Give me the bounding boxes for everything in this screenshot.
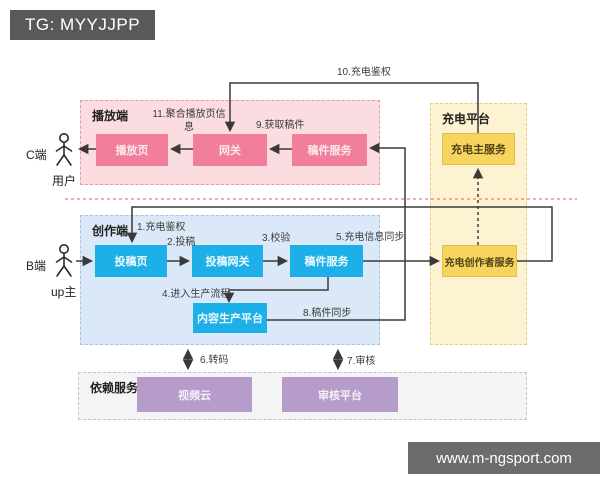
c-end-label: C端 [26, 148, 47, 162]
step-5-label: 5.充电信息同步 [336, 232, 405, 243]
node-content-production-platform: 内容生产平台 [193, 303, 267, 333]
group-creation-label: 创作端 [92, 224, 129, 238]
user-stick-figure-icon [55, 133, 73, 166]
step-2-label: 2.投稿 [167, 237, 196, 248]
step-4-label: 4.进入生产流程 [162, 289, 231, 300]
node-submit-gateway: 投稿网关 [192, 245, 263, 277]
upmaster-stick-figure-icon [55, 244, 73, 277]
b-end-label: B端 [26, 259, 47, 273]
step-9-label: 9.获取稿件 [256, 120, 305, 131]
group-playback-label: 播放端 [92, 109, 129, 123]
step-7-label: 7.审核 [347, 356, 376, 367]
step-8-label: 8.稿件同步 [303, 308, 352, 319]
c-end-user-label: 用户 [52, 174, 77, 188]
node-archive-service-playback: 稿件服务 [292, 134, 367, 166]
node-video-cloud: 视频云 [137, 377, 252, 412]
node-gateway: 网关 [193, 134, 267, 166]
b-end-upmaster-label: up主 [51, 285, 77, 299]
step-3-label: 3.校验 [262, 233, 291, 244]
tg-badge: TG: MYYJJPP [10, 10, 156, 40]
node-charging-main-service: 充电主服务 [442, 133, 515, 165]
step-11-label: 11.聚合播放页信息 [152, 109, 226, 133]
step-6-label: 6.转码 [200, 355, 229, 366]
node-review-platform: 审核平台 [282, 377, 398, 412]
group-charging-label: 充电平台 [442, 112, 491, 126]
step-1-label: 1.充电鉴权 [137, 222, 186, 233]
watermark: www.m-ngsport.com [408, 442, 600, 474]
node-playback-page: 播放页 [96, 134, 168, 166]
group-dependency-label: 依赖服务 [90, 381, 139, 395]
step-10-label: 10.充电鉴权 [337, 67, 391, 78]
node-charging-creator-service: 充电创作者服务 [442, 245, 517, 277]
node-archive-service-creation: 稿件服务 [290, 245, 363, 277]
node-submit-page: 投稿页 [95, 245, 167, 277]
